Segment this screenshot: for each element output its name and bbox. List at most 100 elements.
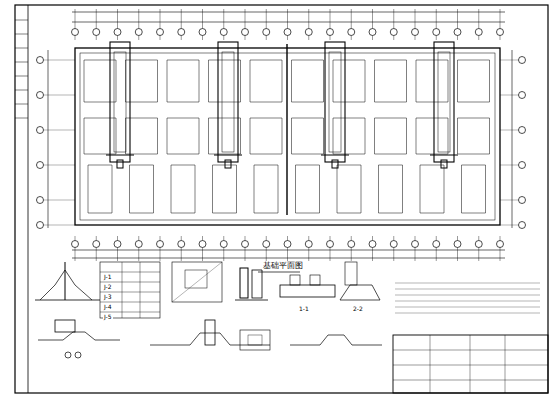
axis-circle	[519, 127, 526, 134]
line	[393, 350, 548, 351]
axis-circle	[519, 92, 526, 99]
line	[415, 236, 416, 261]
line	[457, 236, 458, 261]
line	[100, 312, 160, 313]
line	[100, 302, 160, 303]
axis-circle	[433, 29, 440, 36]
line	[470, 335, 471, 393]
line	[100, 292, 160, 293]
line	[478, 236, 479, 261]
line	[430, 155, 458, 156]
line	[235, 300, 268, 301]
footing	[167, 60, 199, 213]
axis-circle	[475, 29, 482, 36]
line	[122, 262, 123, 318]
drawing-label: J-2	[103, 284, 113, 290]
axis-circle	[93, 29, 100, 36]
line	[505, 335, 506, 393]
line	[75, 236, 76, 261]
axis-circle	[519, 162, 526, 169]
line	[266, 236, 267, 261]
line	[117, 236, 118, 261]
outline	[438, 52, 450, 152]
axis-circle	[519, 222, 526, 229]
axis-circle	[178, 29, 185, 36]
line	[15, 62, 28, 63]
axis-circle	[390, 241, 397, 248]
axis-circle	[348, 241, 355, 248]
footing	[458, 60, 490, 213]
axis-circle	[37, 127, 44, 134]
outline	[393, 335, 548, 393]
outline	[205, 320, 215, 345]
line	[430, 335, 431, 393]
axis-circle	[369, 29, 376, 36]
axis-circle	[242, 29, 249, 36]
outline	[434, 42, 454, 162]
axis-circle	[519, 197, 526, 204]
axis-circle	[220, 29, 227, 36]
line	[35, 300, 100, 301]
line	[258, 272, 300, 273]
line	[172, 262, 222, 302]
axis-circle	[497, 241, 504, 248]
line	[15, 76, 28, 77]
line	[160, 236, 161, 261]
line	[330, 236, 331, 261]
line	[140, 262, 141, 318]
line	[395, 313, 540, 314]
section	[38, 332, 120, 340]
line	[395, 283, 540, 284]
outline	[325, 42, 345, 162]
outline	[345, 262, 357, 285]
line	[321, 155, 349, 156]
axis-circle	[305, 241, 312, 248]
outline	[222, 52, 234, 152]
line	[28, 5, 29, 393]
outline	[332, 160, 338, 168]
axis-circle	[242, 241, 249, 248]
outline	[15, 5, 548, 393]
line	[500, 236, 501, 261]
outline	[310, 275, 320, 285]
line	[393, 365, 548, 366]
footing	[250, 60, 282, 213]
line	[223, 236, 224, 261]
axis-circle	[93, 241, 100, 248]
outline	[290, 275, 300, 285]
axis-circle	[454, 241, 461, 248]
axis-circle	[519, 57, 526, 64]
footing	[333, 60, 365, 213]
line	[138, 236, 139, 261]
axis-circle	[263, 241, 270, 248]
axis-circle	[37, 162, 44, 169]
axis-circle	[199, 241, 206, 248]
line	[181, 236, 182, 261]
line	[214, 155, 242, 156]
drawing-label: J-1	[103, 274, 113, 280]
outline	[225, 160, 231, 168]
outline	[240, 330, 270, 350]
axis-circle	[157, 29, 164, 36]
axis-circle	[412, 29, 419, 36]
drawing-label: 2-2	[352, 306, 364, 312]
line	[96, 236, 97, 261]
outline	[114, 52, 126, 152]
line	[72, 258, 505, 259]
outline	[110, 42, 130, 162]
axis-circle	[37, 57, 44, 64]
drawing-title: 基础平面图	[262, 262, 304, 270]
line	[393, 380, 548, 381]
line	[287, 236, 288, 261]
axis-circle	[199, 29, 206, 36]
line	[15, 20, 28, 21]
line	[15, 90, 28, 91]
axis-circle	[72, 29, 79, 36]
axis-circle	[178, 241, 185, 248]
axis-circle	[284, 241, 291, 248]
line	[100, 282, 160, 283]
axis-circle	[37, 197, 44, 204]
line	[72, 22, 505, 23]
line	[395, 295, 540, 296]
